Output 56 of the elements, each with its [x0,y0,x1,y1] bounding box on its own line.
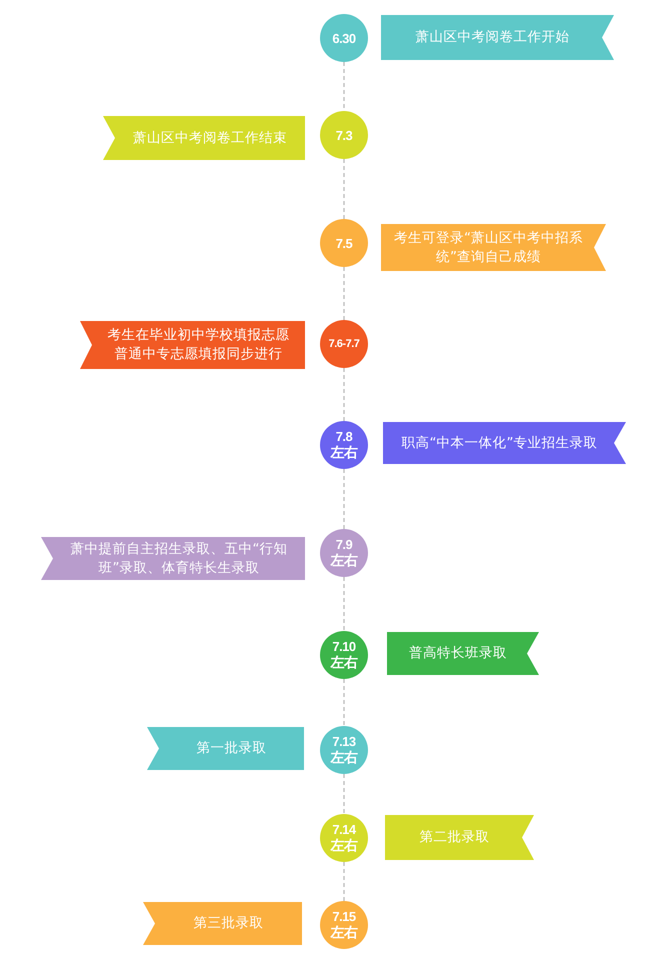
approx-label: 左右 [330,924,358,941]
date-circle [320,901,368,949]
timeline-connector [343,577,345,631]
date-circle [320,726,368,774]
date-circle [320,529,368,577]
approx-label: 左右 [330,654,358,671]
date-circle [320,814,368,862]
event-ribbon [387,632,539,675]
timeline-connector [343,679,345,726]
event-ribbon [381,15,614,60]
timeline-connector [343,469,345,529]
date-label: 7.3 [336,128,352,142]
timeline-connector [343,267,345,320]
date-label: 7.6-7.7 [328,336,360,352]
event-text: 萧山区中考阅卷工作开始 [416,28,570,47]
date-circle [320,219,368,267]
event-ribbon [80,321,305,369]
date-circle [320,421,368,469]
timeline-connector [343,862,345,901]
event-text: 萧山区中考阅卷工作结束 [133,128,287,148]
event-text: 普高特长班录取 [409,644,507,663]
date-circle [320,631,368,679]
event-text: 考生可登录“萧山区中考中招系统”查询自己成绩 [393,228,584,266]
date-label: 7.14 [332,822,356,837]
date-label: 7.10 [332,639,356,654]
approx-label: 左右 [330,749,358,766]
date-circle [320,320,368,368]
timeline-connector [343,62,345,111]
approx-label: 左右 [330,444,358,461]
event-text: 第三批录取 [194,914,264,933]
timeline-connector [343,368,345,421]
date-label: 7.5 [336,236,352,250]
event-ribbon [143,902,302,945]
event-text: 职高“中本一体化”专业招生录取 [402,434,598,452]
event-text: 萧中提前自主招生录取、五中“行知班”录取、体育特长生录取 [70,540,288,578]
event-text: 第一批录取 [196,739,266,758]
event-ribbon [103,116,305,160]
event-ribbon [383,422,626,464]
timeline-connector [343,159,345,219]
date-label: 7.9 [336,537,352,552]
approx-label: 左右 [330,552,358,569]
date-circle [320,14,368,62]
event-text: 第二批录取 [420,828,490,847]
event-ribbon [381,224,606,271]
date-label: 6.30 [332,30,356,46]
event-ribbon [147,727,304,770]
date-label: 7.13 [332,734,356,749]
event-text: 普通中专志愿填报同步进行 [114,345,282,364]
date-circle [320,111,368,159]
event-ribbon [385,815,534,860]
timeline-connector [343,774,345,814]
date-label: 7.8 [336,429,352,444]
date-label: 7.15 [332,909,356,924]
event-text: 考生在毕业初中学校填报志愿 [108,326,290,345]
approx-label: 左右 [330,837,358,854]
event-ribbon [41,537,305,580]
